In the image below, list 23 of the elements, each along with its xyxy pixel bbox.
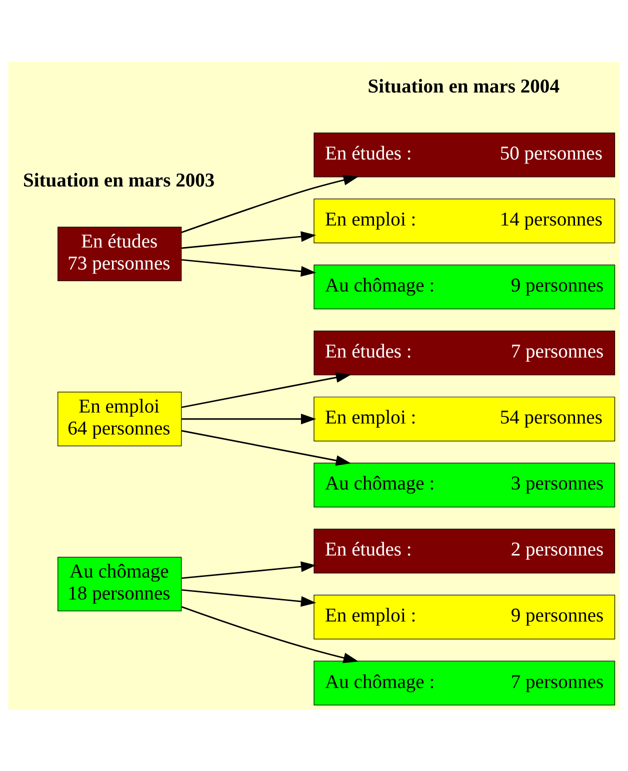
node-box: En emploi : 14 personnes: [314, 198, 616, 243]
label: Situation en mars 2004: [368, 76, 560, 97]
node-box: En emploi 64 personnes: [58, 391, 182, 446]
arrow: [182, 230, 316, 248]
node-box: En études : 2 personnes: [314, 528, 616, 573]
node-box: En études 73 personnes: [58, 226, 182, 281]
node-box: Au chômage : 7 personnes: [314, 660, 616, 705]
node-box: En emploi : 9 personnes: [314, 594, 616, 639]
arrow: [181, 606, 359, 663]
node-box: Au chômage 18 personnes: [58, 556, 182, 611]
arrow: [182, 413, 316, 424]
node-box: Au chômage : 3 personnes: [314, 462, 616, 507]
node-box: En études : 50 personnes: [314, 132, 616, 177]
node-box: Au chômage : 9 personnes: [314, 264, 616, 309]
arrow: [182, 258, 316, 276]
node-box: En études : 7 personnes: [314, 330, 616, 375]
arrow: [181, 174, 359, 233]
label: Situation en mars 2003: [23, 170, 215, 191]
arrow: [182, 560, 316, 578]
arrow: [182, 430, 352, 466]
arrow: [182, 372, 352, 408]
arrow: [182, 588, 316, 606]
node-box: En emploi : 54 personnes: [314, 396, 616, 441]
